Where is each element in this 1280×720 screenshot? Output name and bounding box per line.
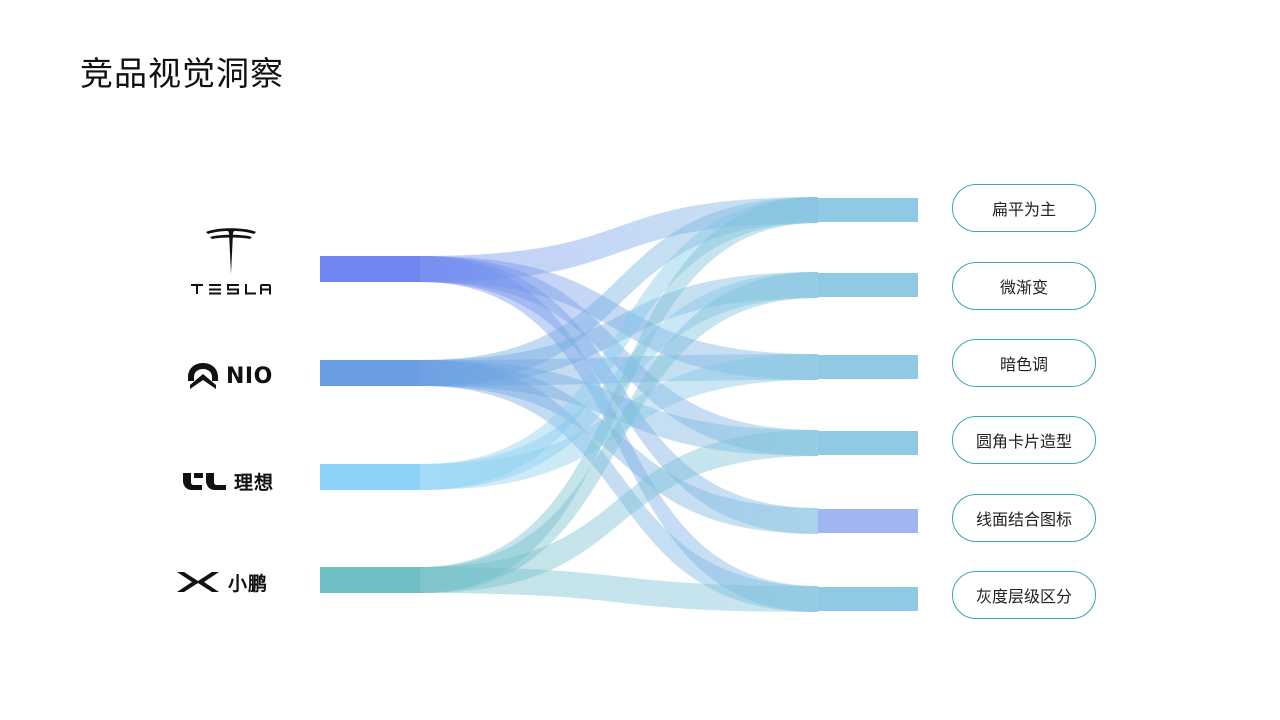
- trait-label: 灰度层级区分: [975, 587, 1072, 606]
- trait-label: 暗色调: [999, 355, 1048, 374]
- nodes-layer: [320, 198, 918, 611]
- target-node-1: [818, 273, 918, 297]
- trait-line-fill-icons: 线面结合图标: [952, 494, 1096, 542]
- source-node-nio: [320, 360, 420, 386]
- source-node-tesla: [320, 256, 420, 282]
- tesla-wordmark: [191, 284, 271, 295]
- flow-lixiang-to-trait-0: [420, 197, 818, 490]
- trait-label: 微渐变: [999, 278, 1048, 297]
- target-node-3: [818, 431, 918, 455]
- source-node-lixiang: [320, 464, 420, 490]
- target-node-2: [818, 355, 918, 379]
- brand-label-tesla: TESLA: [186, 226, 187, 227]
- trait-grayscale-hierarchy: 灰度层级区分: [952, 571, 1096, 619]
- brand-label-lixiang: 理想: [234, 471, 275, 494]
- trait-label: 线面结合图标: [975, 510, 1072, 529]
- flow-nio-to-trait-4: [420, 360, 818, 534]
- flow-lixiang-to-trait-1: [420, 272, 818, 490]
- target-node-5: [818, 587, 918, 611]
- brand-nio: NIO: [186, 360, 273, 392]
- page-title: 竞品视觉洞察: [80, 54, 284, 93]
- li-auto-logo-icon: [183, 473, 226, 490]
- brand-lixiang: 理想: [182, 466, 274, 496]
- trait-flat: 扁平为主: [952, 184, 1096, 232]
- brand-label-nio: NIO: [226, 363, 273, 389]
- target-node-4: [818, 509, 918, 533]
- flow-nio-to-trait-0: [420, 197, 818, 386]
- source-node-xpeng: [320, 567, 420, 593]
- trait-label: 圆角卡片造型: [975, 432, 1072, 451]
- flow-xpeng-to-trait-3: [420, 430, 818, 593]
- flow-xpeng-to-trait-5: [420, 567, 818, 612]
- target-node-0: [818, 198, 918, 222]
- tesla-logo-icon: [206, 228, 256, 274]
- trait-dark-tone: 暗色调: [952, 339, 1096, 387]
- brand-label-xpeng: 小鹏: [228, 572, 269, 595]
- trait-subtle-gradient: 微渐变: [952, 262, 1096, 310]
- trait-label: 扁平为主: [991, 200, 1056, 219]
- trait-rounded-cards: 圆角卡片造型: [952, 416, 1096, 464]
- xpeng-logo-icon: [177, 572, 219, 592]
- brand-xpeng: 小鹏: [176, 567, 268, 597]
- brand-tesla: TESLA: [186, 226, 276, 300]
- flow-xpeng-to-trait-0: [420, 197, 818, 593]
- flows-layer: [420, 197, 818, 612]
- flow-xpeng-to-trait-1: [420, 272, 818, 593]
- nio-logo-icon: [188, 363, 218, 389]
- flow-nio-to-trait-5: [420, 360, 818, 612]
